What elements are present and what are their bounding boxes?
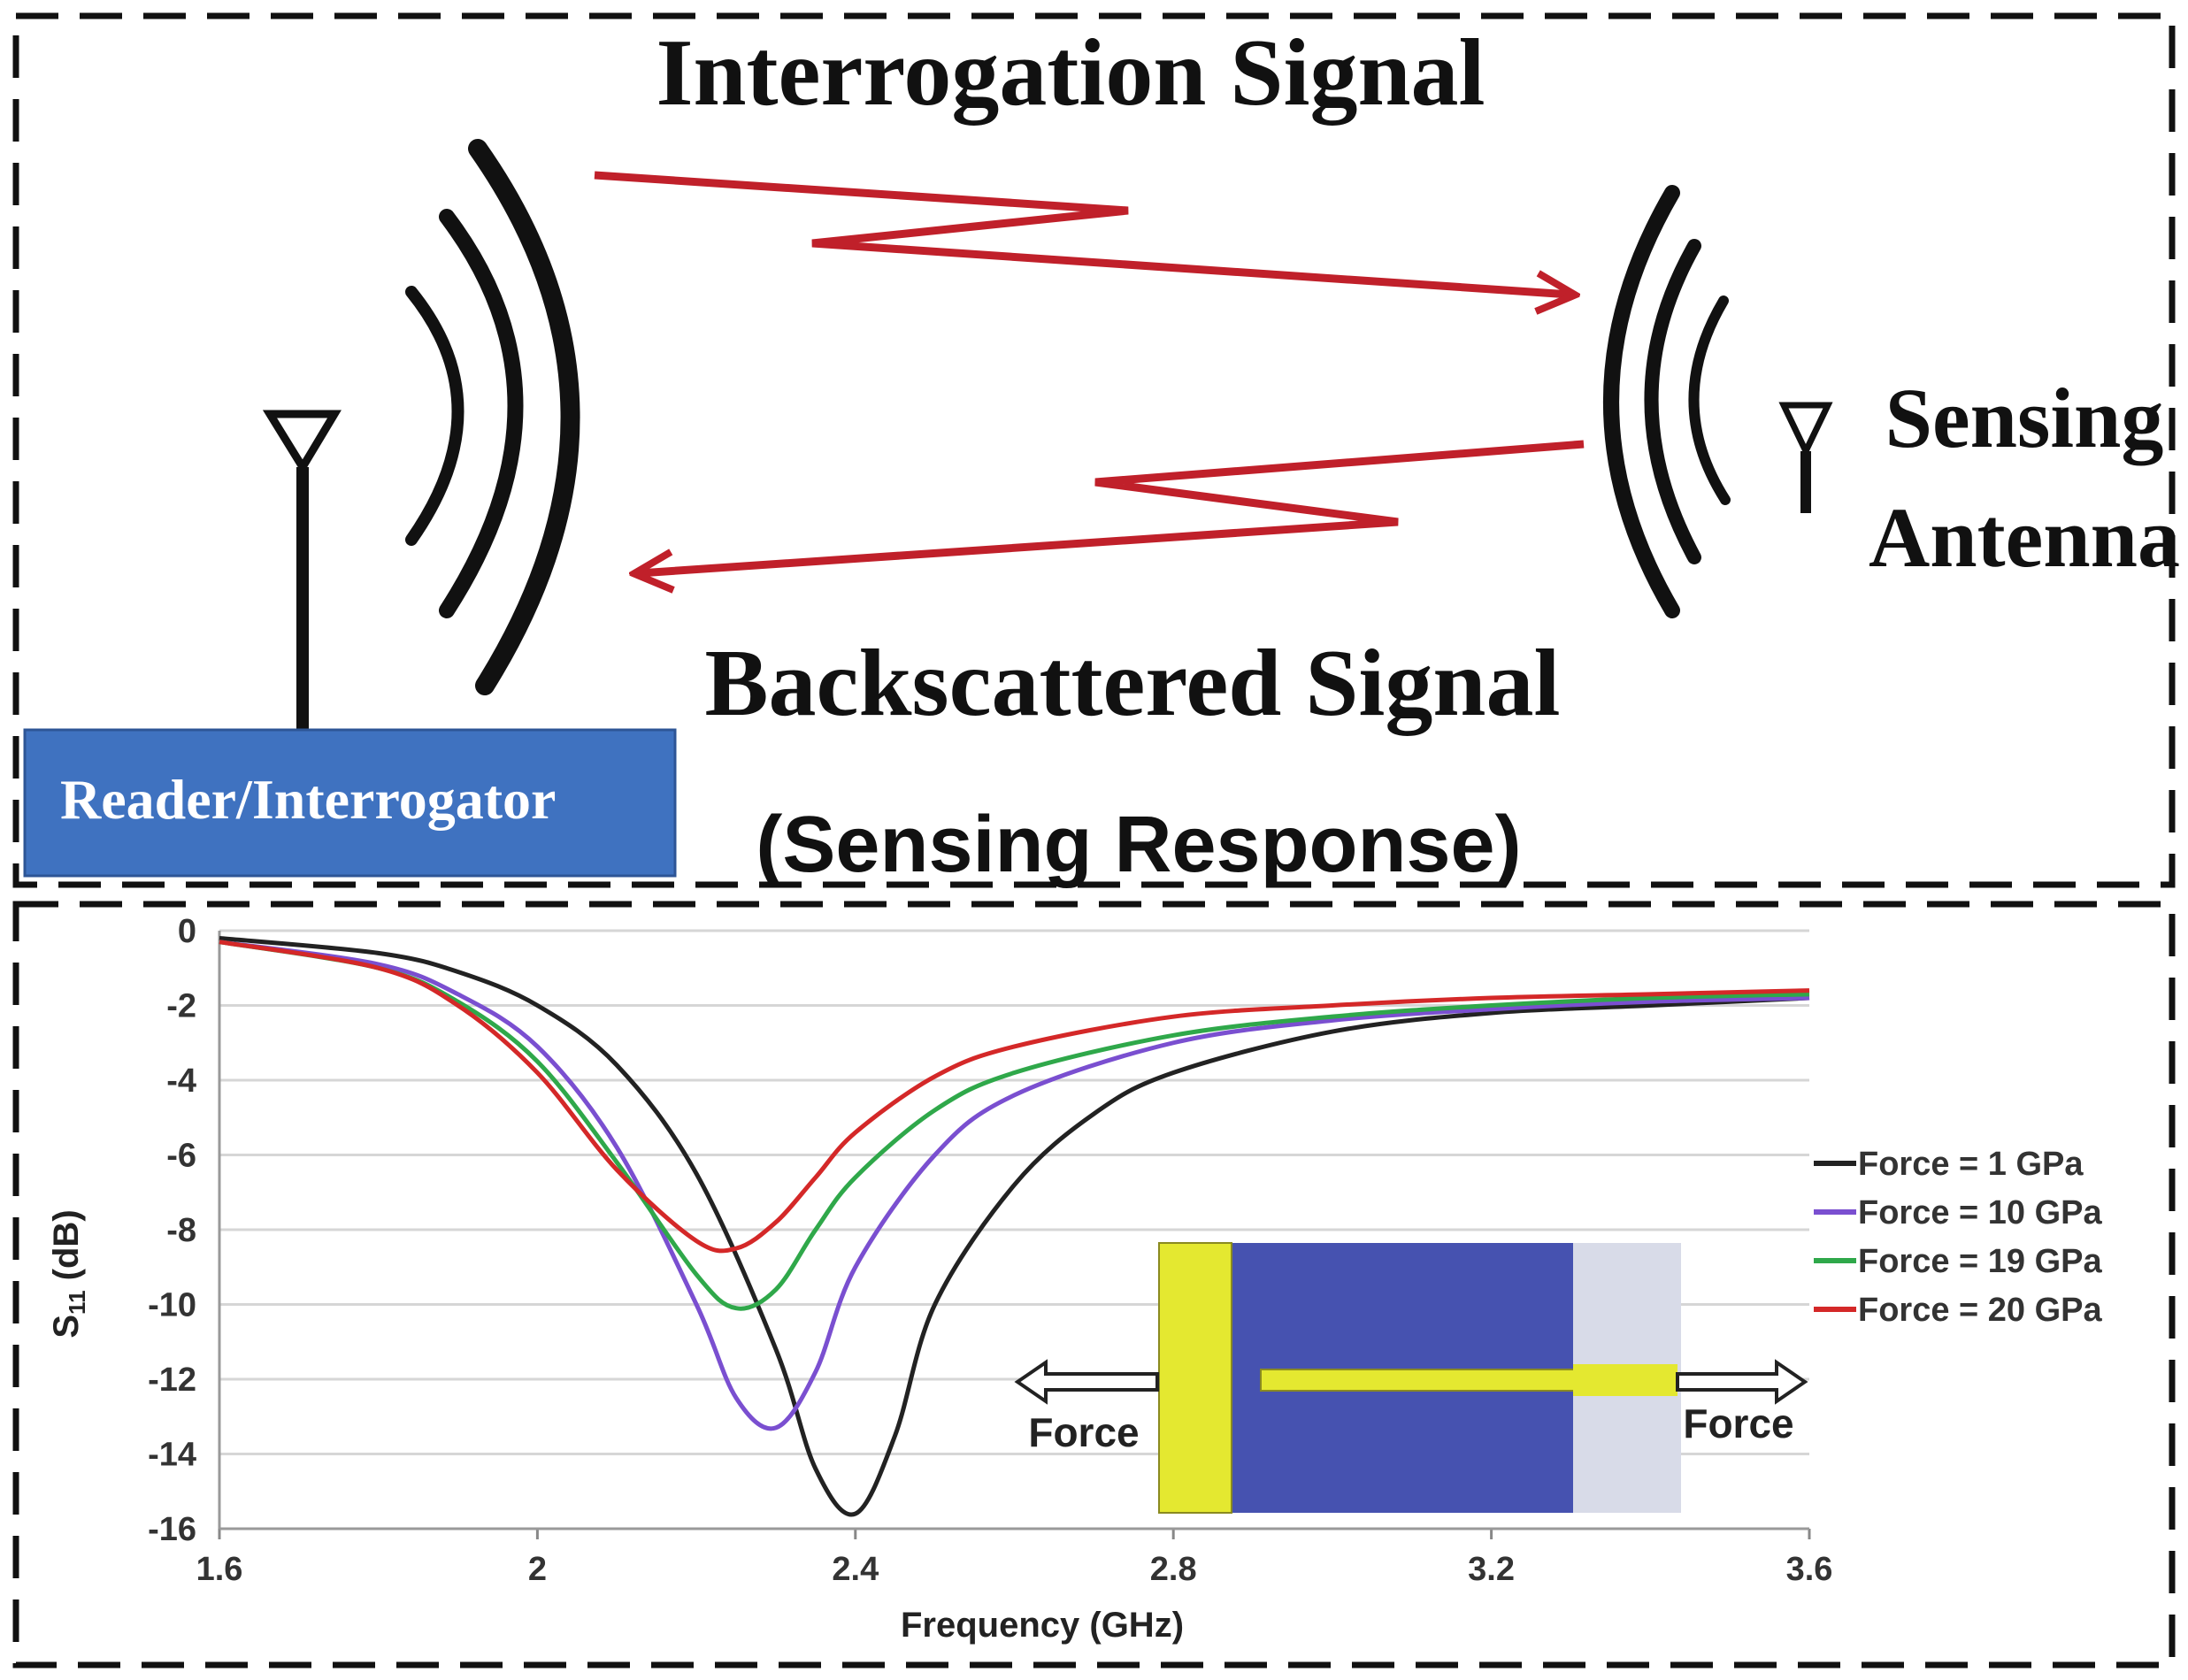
y-tick-label: -2: [166, 988, 196, 1025]
y-tick-label: -16: [148, 1511, 196, 1548]
x-tick-labels: 1.6 2 2.4 2.8 3.2 3.6: [196, 1551, 1833, 1588]
inset-left-conductor: [1158, 1242, 1232, 1514]
reader-antenna-icon: [262, 410, 342, 734]
s11-chart: 0 -2 -4 -6 -8 -10 -12 -14 -16 1.6 2 2.4 2.8 3.2 3.6 F…: [148, 913, 2102, 1588]
x-tick-label: 3.6: [1786, 1551, 1833, 1588]
y-tick-labels: 0 -2 -4 -6 -8 -10 -12 -14 -16: [148, 913, 196, 1548]
y-axis-label-sub: 11: [64, 1290, 90, 1315]
series-line-1: [219, 935, 1810, 1517]
y-tick-label: -6: [166, 1138, 196, 1175]
y-tick-label: -14: [148, 1437, 196, 1474]
sensing-antenna-label-line1: Sensing: [1885, 371, 2164, 465]
y-tick-label: 0: [178, 913, 196, 950]
series-line-3: [219, 940, 1810, 1311]
legend-entry: Force = 1 GPa: [1858, 1146, 2084, 1183]
x-tick-label: 3.2: [1468, 1551, 1515, 1588]
legend-entry: Force = 20 GPa: [1858, 1292, 2103, 1329]
legend-entry: Force = 19 GPa: [1858, 1243, 2103, 1280]
force-right-label: Force: [1683, 1400, 1793, 1446]
bottom-panel-border: [12, 901, 2176, 1668]
sensing-wave-icon: [1603, 185, 1731, 618]
reader-wave-icon: [405, 139, 580, 695]
force-left-label: Force: [1028, 1409, 1139, 1455]
force-right-arrow-icon: [1676, 1359, 1808, 1405]
interrogation-signal-label: Interrogation Signal: [656, 20, 1485, 126]
y-tick-label: -10: [148, 1287, 196, 1324]
series-line-4: [219, 940, 1810, 1254]
x-tick-label: 2.8: [1150, 1551, 1197, 1588]
interrogation-signal-arrow: [594, 171, 1570, 295]
sensing-antenna-icon: [1778, 402, 1833, 513]
backscattered-signal-arrow: [639, 440, 1585, 573]
y-tick-label: -12: [148, 1362, 196, 1399]
x-tick-label: 2.4: [832, 1551, 879, 1588]
sensing-response-label: (Sensing Response): [756, 801, 1521, 889]
y-axis-label-unit: (dB): [47, 1209, 86, 1290]
y-axis-label: S11 (dB): [47, 1209, 90, 1338]
series-line-2: [219, 940, 1810, 1431]
reader-label: Reader/Interrogator: [60, 768, 556, 831]
x-tick-label: 2: [528, 1551, 547, 1588]
backscattered-signal-label: Backscattered Signal: [705, 631, 1561, 736]
x-tick-label: 1.6: [196, 1551, 243, 1588]
antenna-inset: Force Force: [1014, 1242, 1808, 1514]
axes: [218, 931, 1811, 1539]
top-panel-border: [12, 12, 2176, 888]
sensing-antenna-label-line2: Antenna: [1869, 490, 2180, 585]
y-tick-label: -8: [166, 1212, 196, 1249]
y-tick-label: -4: [166, 1062, 196, 1100]
y-axis-label-main: S: [47, 1315, 86, 1339]
series-lines: [219, 935, 1810, 1517]
force-left-arrow-icon: [1014, 1359, 1159, 1405]
inset-feed-end: [1573, 1364, 1677, 1396]
reader-box: [23, 728, 677, 878]
legend-entry: Force = 10 GPa: [1858, 1194, 2103, 1231]
x-axis-label: Frequency (GHz): [901, 1606, 1184, 1645]
